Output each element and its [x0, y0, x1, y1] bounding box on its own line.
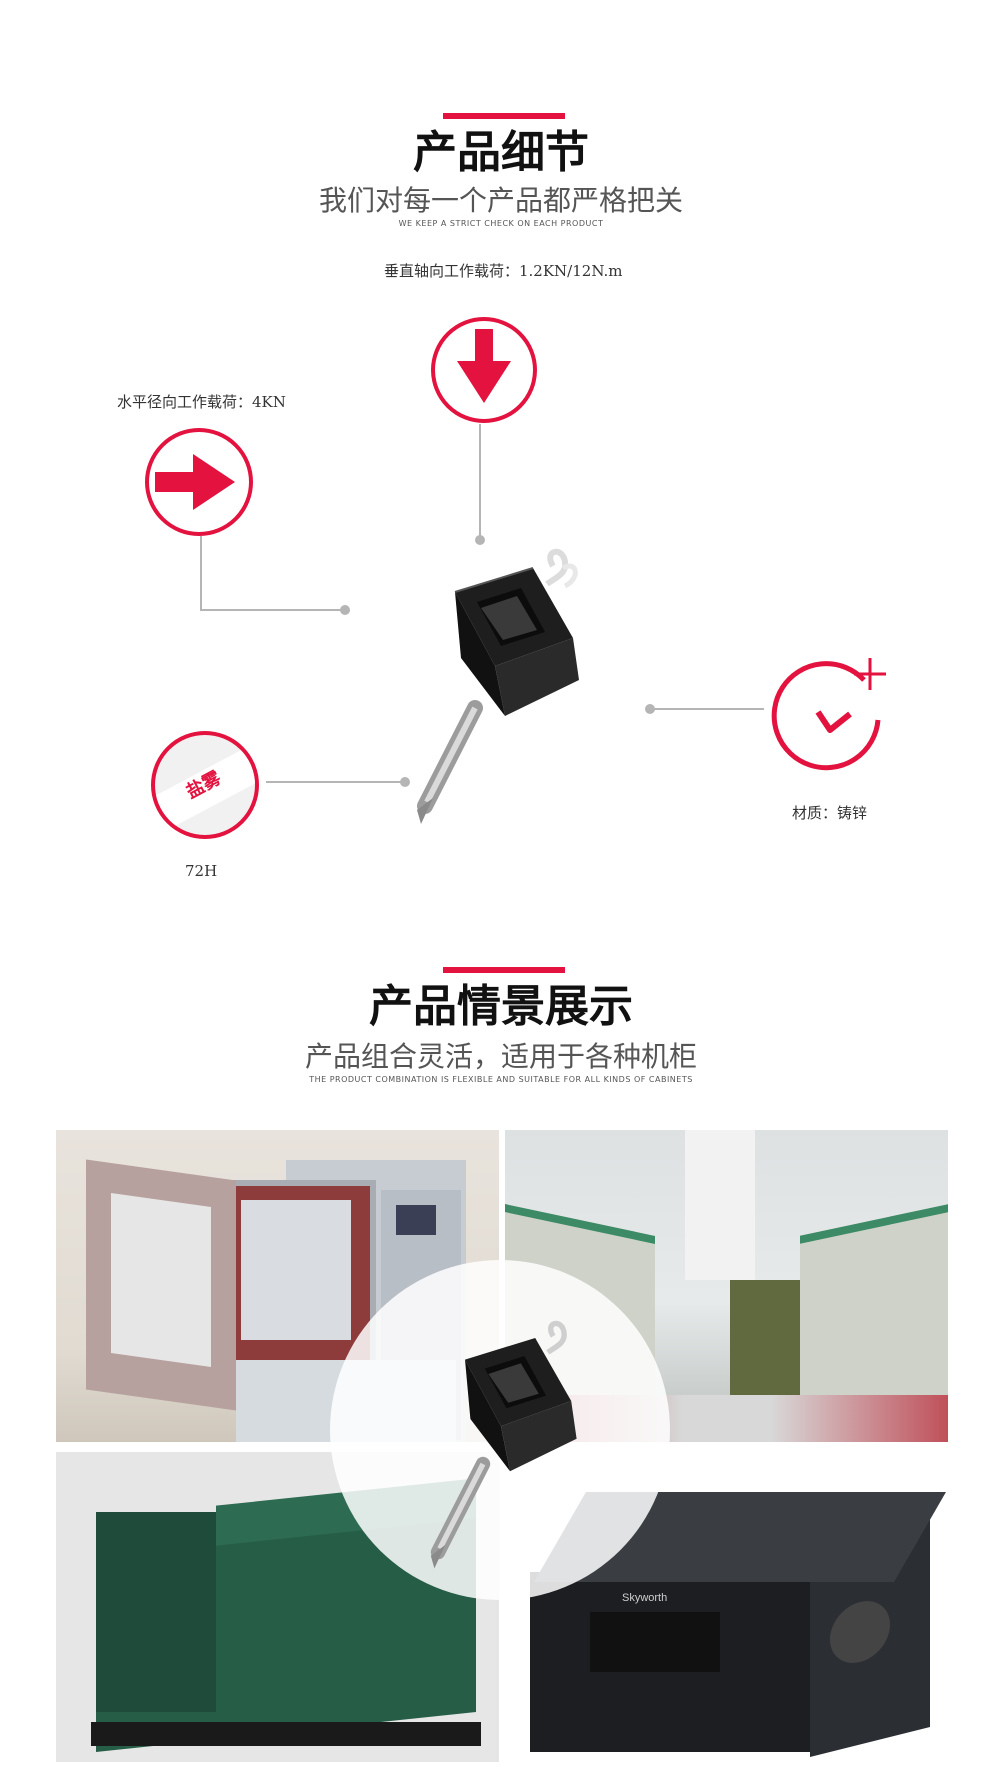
vertical-load-circle	[431, 317, 537, 423]
brand-label: Skyworth	[622, 1592, 668, 1604]
vertical-load-label: 垂直轴向工作载荷：1.2KN/12N.m	[384, 262, 623, 280]
scene-generator-photo	[56, 1452, 499, 1762]
horizontal-load-circle	[145, 428, 253, 536]
scenes-subtitle: 产品组合灵活，适用于各种机柜	[304, 1040, 697, 1073]
section-subtitle-en: WE KEEP A STRICT CHECK ON EACH PRODUCT	[398, 219, 604, 228]
horizontal-load-label: 水平径向工作载荷：4KN	[117, 393, 286, 411]
section-subtitle: 我们对每一个产品都严格把关	[318, 184, 683, 217]
connector-line	[654, 708, 764, 710]
connector-dot	[400, 777, 410, 787]
connector-dot	[645, 704, 655, 714]
salt-spray-hours: 72H	[185, 862, 218, 880]
scenes-subtitle-en: THE PRODUCT COMBINATION IS FLEXIBLE AND …	[309, 1075, 693, 1084]
section-accent-bar	[443, 113, 565, 119]
connector-dot	[340, 605, 350, 615]
product-spotlight-circle	[330, 1260, 670, 1600]
connector-line	[266, 781, 406, 783]
connector-line	[200, 536, 202, 610]
hinge-pin-product-image	[430, 1320, 577, 1569]
clock-plus-icon	[768, 652, 888, 772]
section-title: 产品细节	[413, 127, 589, 178]
material-label: 材质：铸锌	[792, 804, 868, 822]
hinge-pin-product-image	[417, 549, 579, 824]
arrow-right-icon	[155, 454, 235, 510]
connector-line	[200, 609, 343, 611]
salt-spray-circle: 盐雾	[151, 731, 259, 839]
connector-line	[479, 424, 481, 540]
section-accent-bar	[443, 967, 565, 973]
connector-dot	[475, 535, 485, 545]
scenes-title: 产品情景展示	[369, 981, 633, 1032]
arrow-down-icon	[457, 329, 511, 403]
